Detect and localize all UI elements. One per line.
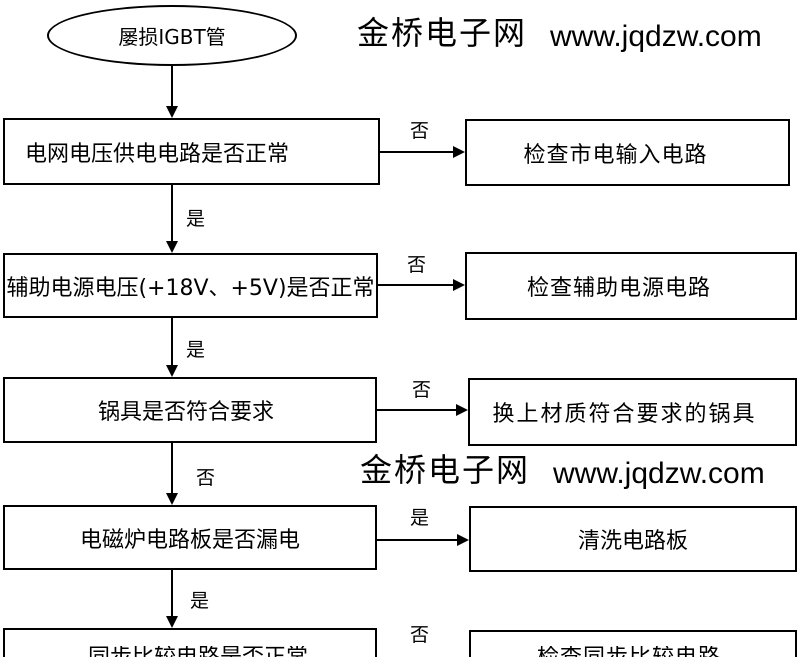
- start-node: 屡损IGBT管: [47, 5, 297, 66]
- arrow-start-to-step1: [166, 66, 178, 118]
- action-box-mains-input: 检查市电输入电路: [465, 119, 790, 186]
- arrow-step4-to-step5: [166, 570, 178, 628]
- action-text: 换上材质符合要求的锅具: [492, 402, 757, 427]
- decision-box-aux-power: 辅助电源电压(+18V、+5V)是否正常: [3, 253, 378, 318]
- watermark-url: www.jqdzw.com: [553, 457, 765, 490]
- action-box-sync-compare-circuit: 检查同步比较电路: [469, 630, 797, 657]
- decision-text: 锅具是否符合要求: [97, 400, 274, 425]
- decision-box-board-leakage: 电磁炉电路板是否漏电: [3, 505, 377, 570]
- action-text: 检查辅助电源电路: [526, 276, 711, 301]
- action-box-clean-board: 清洗电路板: [469, 506, 797, 572]
- decision-text: 电网电压供电电路是否正常: [25, 141, 290, 167]
- decision-text: 电磁炉电路板是否漏电: [79, 527, 300, 553]
- next-label: 是: [186, 208, 206, 230]
- decision-box-power-supply: 电网电压供电电路是否正常: [3, 118, 380, 185]
- decision-box-cookware: 锅具是否符合要求: [3, 377, 377, 443]
- arrow-step3-to-action3: [377, 404, 468, 416]
- arrow-step3-to-step4: [166, 443, 178, 505]
- action-box-aux-power-circuit: 检查辅助电源电路: [465, 252, 797, 320]
- action-text: 清洗电路板: [577, 529, 688, 554]
- arrow-step2-to-action2: [378, 279, 465, 291]
- decision-box-sync-compare: 同步比较电路是否正常: [3, 628, 377, 657]
- next-label: 否: [196, 467, 216, 489]
- action-text: 检查同步比较电路: [537, 646, 721, 657]
- arrow-step1-to-action1: [380, 146, 465, 158]
- next-label: 是: [186, 339, 206, 361]
- branch-label: 否: [412, 379, 432, 401]
- decision-text: 辅助电源电压(+18V、+5V)是否正常: [6, 275, 375, 301]
- action-text: 检查市电输入电路: [523, 142, 708, 168]
- watermark-brand: 金桥电子网: [357, 14, 528, 52]
- branch-label: 否: [410, 120, 430, 142]
- decision-text: 同步比较电路是否正常: [88, 646, 308, 657]
- arrow-step4-to-action4: [377, 534, 469, 546]
- branch-label: 是: [410, 507, 430, 529]
- arrow-step1-to-step2: [166, 185, 178, 253]
- branch-label: 否: [407, 254, 427, 276]
- start-label: 屡损IGBT管: [118, 25, 226, 49]
- branch-label: 否: [410, 624, 430, 646]
- watermark-url: www.jqdzw.com: [550, 20, 762, 53]
- next-label: 是: [190, 590, 210, 612]
- action-box-replace-cookware: 换上材质符合要求的锅具: [468, 378, 797, 446]
- arrow-step2-to-step3: [166, 318, 178, 377]
- watermark-brand: 金桥电子网: [360, 451, 531, 489]
